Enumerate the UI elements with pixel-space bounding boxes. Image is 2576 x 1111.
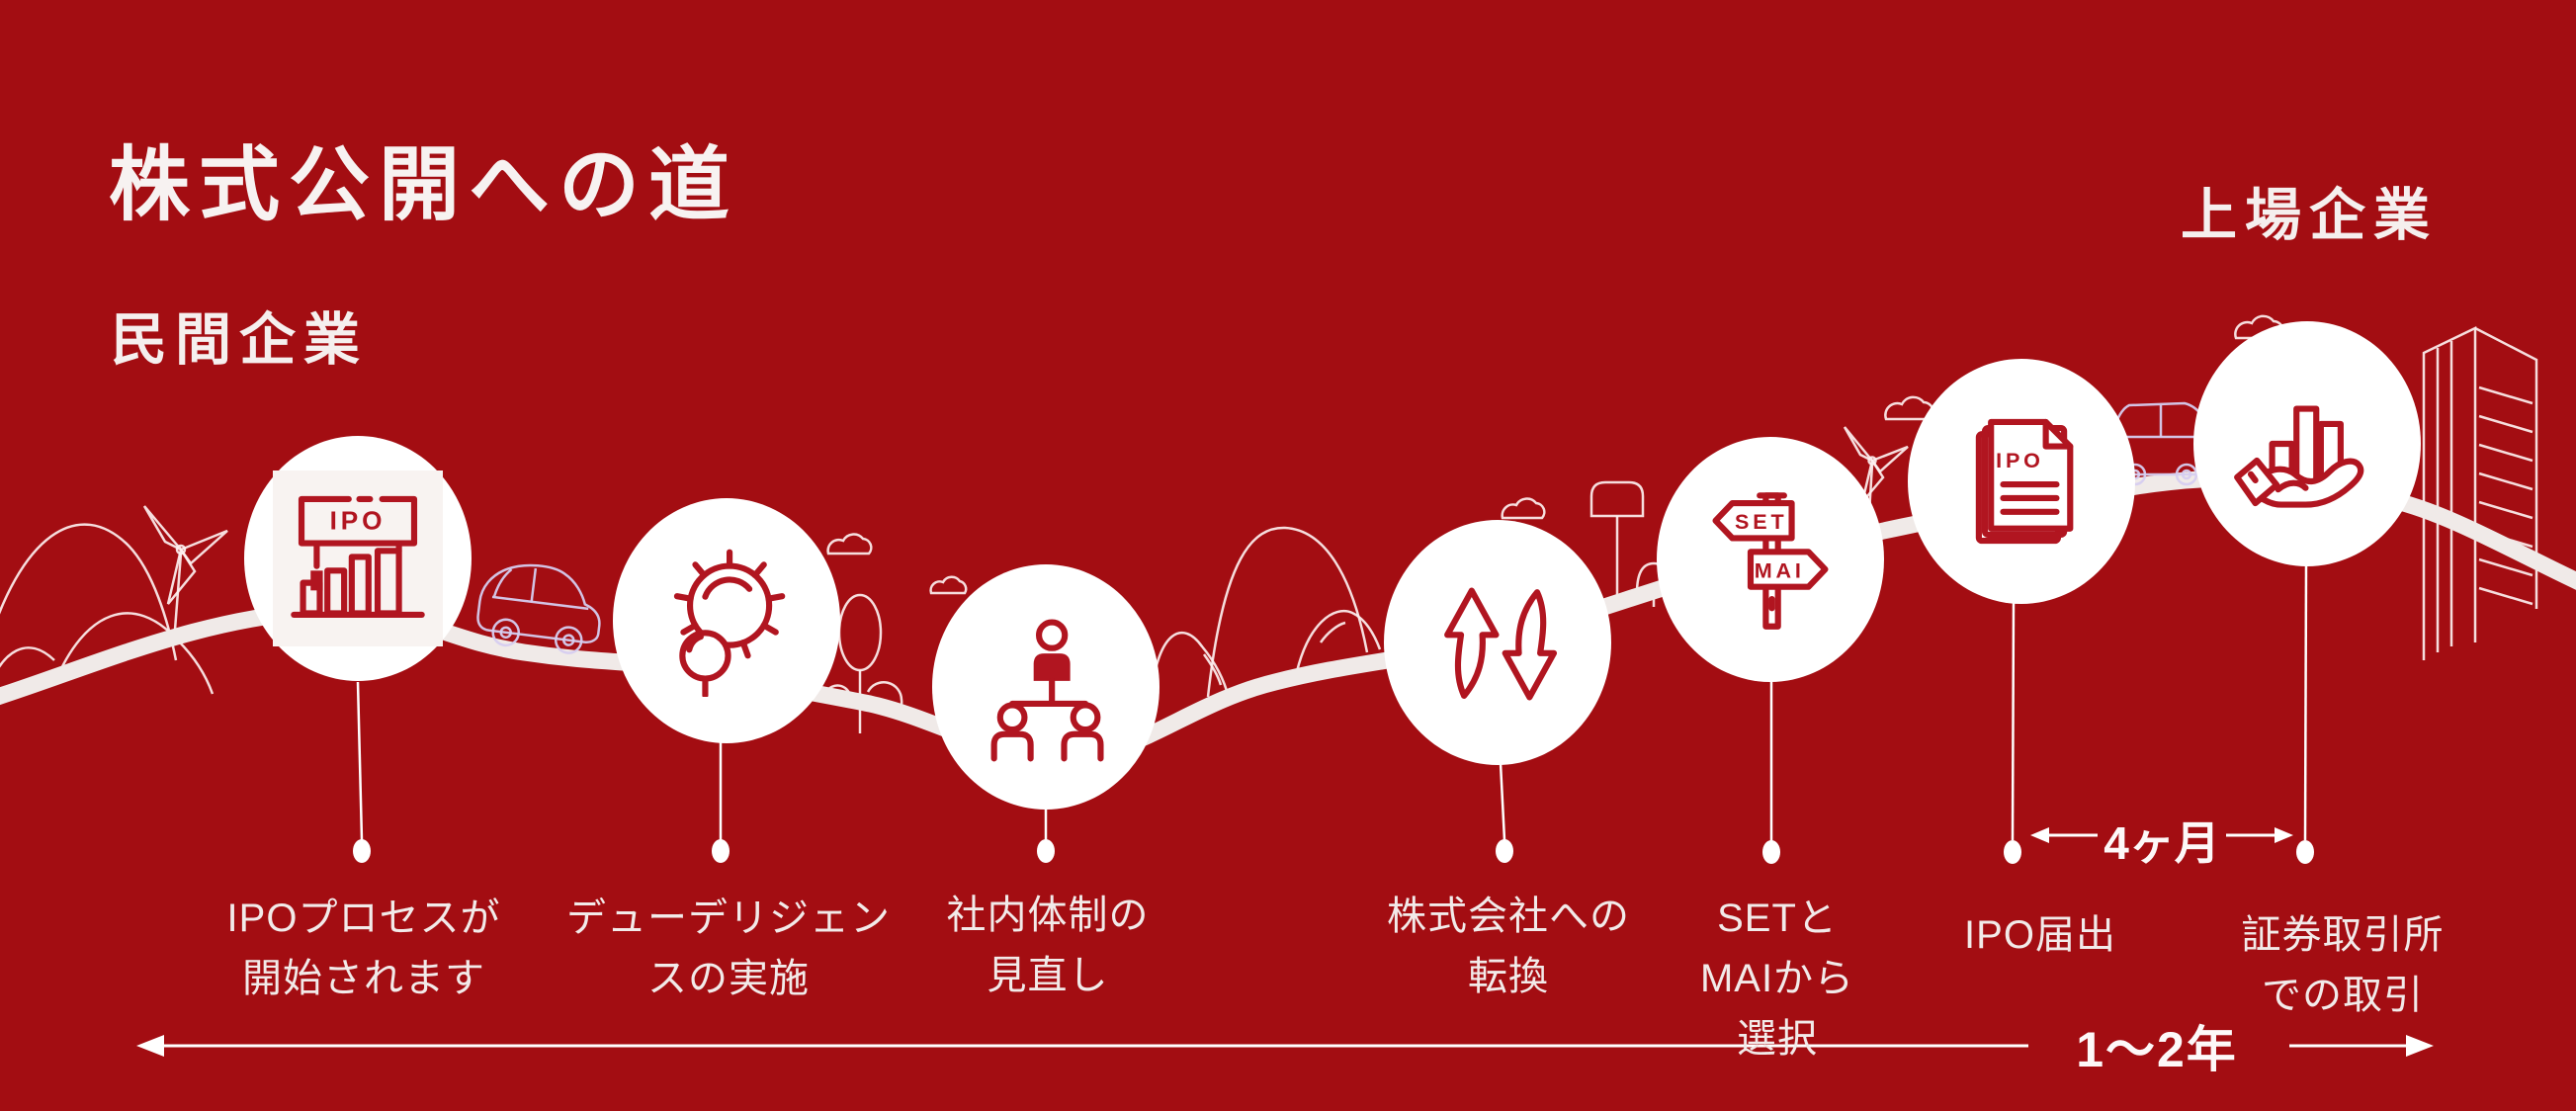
documents-text: IPO <box>1996 448 2044 472</box>
milestone-circle-due-diligence <box>613 498 840 743</box>
label-line: 証券取引所 <box>2241 913 2445 957</box>
signpost-top-text: SET <box>1735 509 1787 534</box>
windmill-icon <box>142 505 228 643</box>
hand-holding-chart-icon <box>2234 405 2364 508</box>
ipo-documents-icon: IPO <box>1975 418 2074 545</box>
label-line: 見直し <box>987 953 1109 997</box>
stage-label-listed-company: 上場企業 <box>2181 185 2438 247</box>
milestone-circle-ipo-filing: IPO <box>1908 359 2135 604</box>
milestone-label-ipo-process-start: IPOプロセスが 開始されます <box>227 889 501 1009</box>
page-title: 株式公開への道 <box>109 140 739 230</box>
label-line: IPOプロセスが <box>226 897 501 940</box>
label-line: 転換 <box>1468 954 1549 998</box>
four-month-arrow <box>2030 827 2293 843</box>
org-chart-icon <box>990 619 1104 762</box>
duration-4-months-label: 4ヶ月 <box>2104 817 2220 869</box>
milestone-circle-internal-structure <box>932 564 1159 810</box>
billboard-text: IPO <box>330 506 386 536</box>
tree-icons-right <box>1589 480 1673 607</box>
label-line: SETと <box>1717 897 1838 940</box>
milestone-circle-ipo-process-start: IPO <box>244 436 472 681</box>
left-hills <box>0 523 215 695</box>
milestone-stems <box>353 563 2314 864</box>
milestone-label-internal-structure: 社内体制の 見直し <box>947 886 1150 1006</box>
label-line: IPO届出 <box>1964 913 2116 957</box>
cycle-arrows-icon <box>1444 587 1558 701</box>
milestone-circle-company-conversion <box>1384 520 1611 765</box>
milestone-circle-market-selection: SET MAI <box>1657 437 1884 682</box>
duration-total-label: 1～2年 <box>2076 1022 2238 1077</box>
milestone-label-market-selection: SETと MAIから 選択 <box>1700 889 1854 1068</box>
milestone-label-exchange-trading: 証券取引所 での取引 <box>2242 905 2445 1026</box>
gear-magnifier-icon <box>673 549 786 697</box>
mid-hills <box>1150 526 1382 699</box>
ipo-billboard-icon: IPO <box>291 495 425 619</box>
milestone-circle-exchange-trading <box>2193 321 2421 566</box>
milestone-label-ipo-filing: IPO届出 <box>1964 905 2116 966</box>
label-line: での取引 <box>2262 973 2424 1017</box>
label-line: 株式会社への <box>1387 895 1630 938</box>
total-duration-arrow <box>136 1035 2434 1057</box>
milestone-label-due-diligence: デューデリジェン スの実施 <box>566 889 891 1009</box>
label-line: 開始されます <box>242 956 485 1000</box>
milestone-label-company-conversion: 株式会社への 転換 <box>1387 887 1630 1007</box>
label-line: スの実施 <box>647 956 810 1000</box>
signpost-icon: SET MAI <box>1712 492 1829 630</box>
car-icon <box>476 563 601 654</box>
label-line: MAIから <box>1699 956 1855 1000</box>
signpost-bottom-text: MAI <box>1755 557 1805 582</box>
label-line: 選択 <box>1737 1016 1818 1061</box>
label-line: デューデリジェン <box>566 897 891 940</box>
label-line: 社内体制の <box>946 894 1150 937</box>
stage-label-private-company: 民間企業 <box>111 309 368 372</box>
building-icon <box>2422 326 2538 660</box>
